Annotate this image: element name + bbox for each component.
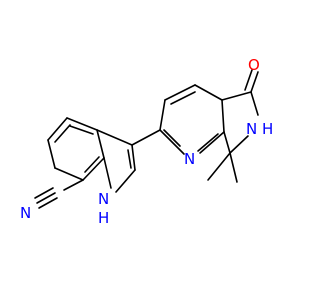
indole-benzene-ring <box>47 117 105 181</box>
pyridine-ring <box>159 84 225 155</box>
lactam-nitrogen-label: N <box>246 120 257 138</box>
indole-pyrrole-ring <box>96 129 136 193</box>
carbonyl-group <box>244 69 259 93</box>
nitrile-nitrogen-label: N <box>20 204 31 222</box>
gem-dimethyl <box>207 152 238 183</box>
lactam-ring <box>221 91 259 154</box>
indole-nitrogen-label: N <box>98 190 109 208</box>
indole-hydrogen-label: H <box>98 209 109 227</box>
molecule-structure: N N H N N H O <box>20 56 273 227</box>
linker-bond <box>131 129 161 146</box>
carbonyl-oxygen-label: O <box>248 56 260 74</box>
lactam-hydrogen-label: H <box>262 120 273 138</box>
pyridine-nitrogen-label: N <box>184 150 195 168</box>
nitrile-group <box>34 179 84 209</box>
